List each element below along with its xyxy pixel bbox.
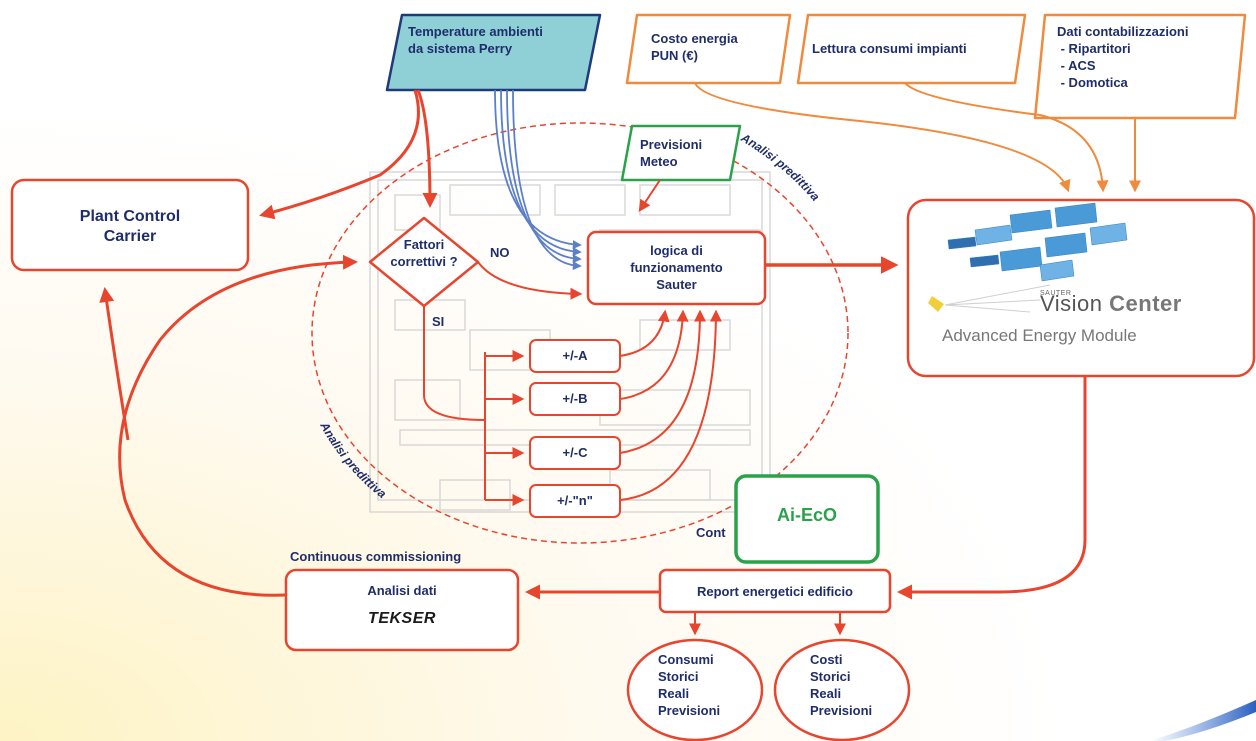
temperature-box — [385, 13, 602, 92]
temperature-to-logica-lines — [494, 89, 582, 271]
si-label: SI — [432, 314, 445, 329]
vision-center-brand: SAUTER — [1040, 290, 1072, 297]
cont-label: Cont — [696, 525, 726, 540]
aieco-label: Ai-EcO — [776, 505, 837, 525]
c-to-logica-arrow — [619, 309, 706, 454]
vision-center-title: Vision Center — [1040, 292, 1182, 316]
fattori-no-arrow — [477, 261, 583, 300]
vision-center-title-light: Vision — [1040, 291, 1103, 316]
corr-b-label: +/-B — [562, 391, 588, 406]
dati-label: Dati contabilizzazioni - Ripartitori - A… — [1057, 24, 1189, 90]
analisi-predittiva-top-label: Analisi predittiva — [738, 130, 823, 204]
predictive-analysis-circle — [311, 122, 849, 544]
vision-to-report-arrow — [897, 376, 1087, 600]
corr-a-label: +/-A — [562, 348, 588, 363]
logica-box — [586, 230, 767, 306]
lettura-box — [796, 13, 1027, 85]
previsioni-meteo-box — [620, 124, 742, 182]
costi-label: Costi Storici Reali Previsioni — [810, 652, 873, 718]
costo-to-vision-arrow — [694, 82, 1071, 193]
decorative-swoosh — [1150, 700, 1256, 741]
lettura-to-vision-arrow — [904, 82, 1109, 193]
temp-to-plant-arrow — [259, 89, 420, 220]
continuous-commissioning-label: Continuous commissioning — [290, 549, 462, 564]
a-to-logica-arrow — [619, 309, 670, 357]
previsioni-meteo-label: Previsioni Meteo — [640, 137, 703, 169]
corr-n-box — [529, 484, 621, 518]
fattori-si-line — [423, 306, 486, 421]
vision-center-subtitle: Advanced Energy Module — [942, 326, 1137, 345]
tekser-label: TEKSER — [368, 610, 436, 627]
plant-control-box — [10, 178, 250, 272]
analisi-dati-label: Analisi dati — [367, 583, 437, 598]
logica-label: logica di funzionamento Sauter — [630, 243, 723, 292]
loop-to-plant-arrow — [99, 287, 130, 441]
costo-box — [625, 13, 792, 85]
consumi-circle — [626, 638, 764, 741]
meteo-to-logica-arrow — [638, 179, 661, 212]
b-to-logica-arrow — [619, 309, 689, 400]
costo-label: Costo energia PUN (€) — [651, 31, 738, 63]
plant-control-label: Plant Control Carrier — [79, 208, 181, 245]
n-to-logica-arrow — [619, 309, 722, 501]
vision-center-rays — [944, 284, 1051, 313]
analisi-dati-box — [284, 568, 520, 652]
temp-to-fattori-arrow — [416, 89, 438, 208]
corr-c-label: +/-C — [562, 445, 588, 460]
dati-box — [1033, 13, 1247, 120]
lettura-label: Lettura consumi impianti — [812, 41, 967, 56]
vision-center-box — [906, 198, 1256, 378]
fattori-label: Fattori correttivi ? — [390, 237, 458, 269]
vision-center-title-bold: Center — [1109, 291, 1182, 316]
costi-circle — [773, 638, 911, 741]
no-label: NO — [490, 245, 510, 260]
vision-center-logo-tiles — [947, 202, 1128, 282]
report-label: Report energetici edificio — [696, 584, 854, 599]
consumi-label: Consumi Storici Reali Previsioni — [658, 652, 721, 718]
temperature-label: Temperature ambienti da sistema Perry — [408, 24, 543, 56]
corr-n-label: +/-"n" — [557, 493, 593, 508]
vision-center-diamond-icon — [928, 296, 944, 312]
aieco-box — [734, 474, 880, 564]
